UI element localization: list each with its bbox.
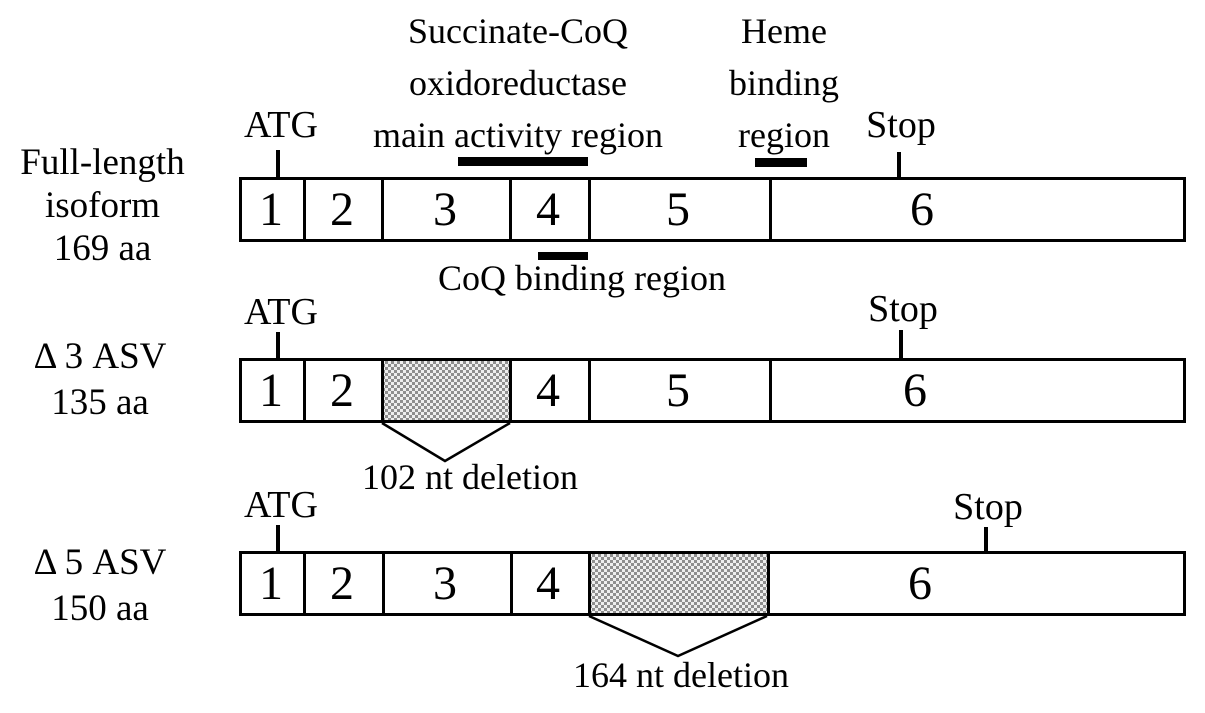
heme-caption-line-3: region [738, 115, 830, 155]
row-2-deleted-exon-3-hatch [382, 361, 509, 420]
row-3-stop-label: Stop [953, 486, 1023, 528]
row-1-exon-1-2-divider [303, 177, 306, 242]
succinate-caption-line-1: Succinate-CoQ [408, 11, 628, 51]
row-2-exon-4-5-divider [588, 358, 591, 423]
row-2-exon-6: 6 [903, 364, 927, 417]
heme-caption-line-1: Heme [741, 11, 827, 51]
row-2-exon-1: 1 [259, 364, 283, 417]
row-2-stop-label: Stop [868, 288, 938, 330]
row-2-exon-2-del-divider [381, 358, 384, 423]
row-1-exon-4-5-divider [588, 177, 591, 242]
row-3-stop-tick [984, 527, 988, 551]
succinate-caption: Succinate-CoQ oxidoreductase main activi… [338, 5, 698, 161]
row-3-atg-tick [276, 525, 280, 551]
row-1-exon-6: 6 [910, 183, 934, 236]
row-1-exon-4: 4 [536, 183, 560, 236]
row-2-exon-5: 5 [666, 364, 690, 417]
row-1-exon-5-6-divider [769, 177, 772, 242]
row-1-name-line-1: Full-length [20, 142, 185, 183]
row-1-stop-label: Stop [866, 104, 936, 146]
row-2-name: Δ 3 ASV 135 aa [0, 334, 200, 426]
row-3-exon-2-3-divider [382, 551, 385, 616]
row-2-exon-5-6-divider [769, 358, 772, 423]
row-2-stop-tick [899, 330, 903, 358]
row-2-exon-4: 4 [536, 364, 560, 417]
row-2-name-line-1: Δ 3 ASV [33, 336, 167, 377]
row-1-exon-1: 1 [259, 183, 283, 236]
row-1-exon-3: 3 [433, 183, 457, 236]
row-3-name: Δ 5 ASV 150 aa [0, 540, 200, 632]
row-3-exon-3: 3 [433, 557, 457, 610]
row-3-name-line-2: 150 aa [51, 588, 149, 629]
row-2-atg-label: ATG [244, 291, 318, 333]
row-3-exon-3-4-divider [510, 551, 513, 616]
row-3-name-line-1: Δ 5 ASV [33, 542, 167, 583]
row-3-exon-2: 2 [330, 557, 354, 610]
row-1-name-line-2: isoform [44, 185, 161, 226]
row-1-exon-bar [239, 177, 1186, 242]
row-3-exon-1-2-divider [303, 551, 306, 616]
heme-underline-bar [755, 158, 807, 167]
row-3-deleted-exon-5-hatch [589, 554, 767, 613]
coq-caption: CoQ binding region [438, 258, 726, 298]
succinate-caption-line-3: main activity region [373, 115, 663, 155]
coq-underline-bar [538, 252, 588, 260]
succinate-caption-line-2: oxidoreductase [409, 63, 627, 103]
row-3-exon-6: 6 [908, 557, 932, 610]
row-2-exon-2: 2 [330, 364, 354, 417]
row-1-atg-label: ATG [244, 104, 318, 146]
row-1-exon-5: 5 [666, 183, 690, 236]
heme-caption-line-2: binding [728, 63, 839, 103]
row-1-exon-3-4-divider [509, 177, 512, 242]
row-1-name: Full-length isoform 169 aa [0, 141, 205, 270]
row-1-exon-2: 2 [330, 183, 354, 236]
row-3-deletion-bracket [588, 614, 768, 658]
row-2-atg-tick [276, 332, 280, 358]
row-2-del-exon-4-divider [509, 358, 512, 423]
row-1-exon-2-3-divider [381, 177, 384, 242]
row-3-del-exon-6-divider [767, 551, 770, 616]
row-2-deletion-bracket [381, 421, 511, 463]
row-1-stop-tick [897, 152, 901, 178]
row-1-atg-tick [276, 150, 280, 178]
row-3-exon-4: 4 [536, 557, 560, 610]
row-3-atg-label: ATG [244, 484, 318, 526]
row-2-deletion-label: 102 nt deletion [362, 457, 578, 497]
row-1-name-line-3: 169 aa [53, 228, 152, 269]
row-3-deletion-label: 164 nt deletion [573, 655, 789, 695]
main-activity-underline-bar [458, 157, 588, 166]
row-3-exon-4-del-divider [588, 551, 591, 616]
row-2-name-line-2: 135 aa [51, 382, 149, 423]
heme-caption: Heme binding region [694, 5, 874, 161]
row-3-exon-1: 1 [259, 557, 283, 610]
row-2-exon-1-2-divider [303, 358, 306, 423]
